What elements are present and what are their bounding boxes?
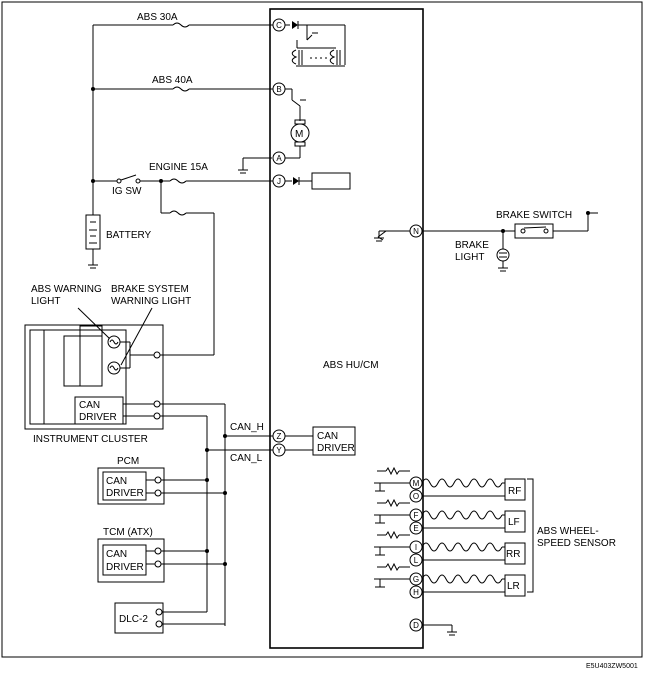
- battery-symbol: [85, 214, 101, 250]
- wheel-sensor-rf-circuit: [374, 466, 526, 501]
- sensor-bracket: [527, 478, 534, 593]
- can-l-label: CAN_L: [230, 453, 263, 464]
- cluster-can-driver: [74, 396, 124, 425]
- wheel-sensor-lf-circuit: [374, 498, 526, 533]
- ig-switch-label: IG SW: [112, 186, 142, 197]
- pin-n: N: [409, 224, 423, 238]
- wheel-sensor-lr-box: [504, 574, 526, 597]
- pcm-box: [97, 467, 165, 505]
- battery-label: BATTERY: [106, 230, 152, 241]
- pin-e: E: [409, 521, 423, 535]
- sensor-lf-label: LF: [508, 517, 520, 528]
- abs-can-label: CAN: [317, 431, 338, 442]
- pin-y: Y: [272, 443, 286, 457]
- speed-sensor-label-1: ABS WHEEL-: [537, 526, 599, 537]
- svg-text:C: C: [276, 21, 282, 30]
- dlc-box: [114, 602, 164, 634]
- pin-d: D: [409, 618, 423, 632]
- fuse-abs30-label: ABS 30A: [137, 12, 178, 23]
- abs-can-driver: [312, 426, 356, 456]
- ig-switch-contact-2: [135, 178, 141, 184]
- sensor-lr-label: LR: [507, 581, 520, 592]
- speed-sensor-label-2: SPEED SENSOR: [537, 538, 616, 549]
- pin-z: Z: [272, 429, 286, 443]
- svg-text:N: N: [413, 227, 419, 236]
- figure-code: E5U403ZW5001: [586, 663, 638, 670]
- diagram-frame: [1, 1, 643, 658]
- pin-j: J: [272, 174, 286, 188]
- cluster-driver-label: DRIVER: [79, 412, 117, 423]
- svg-text:F: F: [414, 511, 419, 520]
- svg-text:E: E: [413, 524, 418, 533]
- dlc-label: DLC-2: [119, 614, 148, 625]
- fuse-engine15-label: ENGINE 15A: [149, 162, 208, 173]
- can-h-label: CAN_H: [230, 422, 264, 433]
- fuse-engine15-symbol: [169, 178, 187, 184]
- abs-warning-light-label-1: ABS WARNING: [31, 284, 102, 295]
- sensor-rr-label: RR: [506, 549, 520, 560]
- pcm-can-label: CAN: [106, 476, 127, 487]
- fuse-cluster-symbol: [169, 210, 187, 216]
- cluster-can-label: CAN: [79, 400, 100, 411]
- instrument-cluster-box: [24, 324, 164, 430]
- svg-text:O: O: [413, 492, 419, 501]
- tcm-can-label: CAN: [106, 549, 127, 560]
- pin-b: B: [272, 82, 286, 96]
- sensor-rf-label: RF: [508, 486, 521, 497]
- svg-text:Y: Y: [276, 446, 282, 455]
- abs-driver-label: DRIVER: [317, 443, 355, 454]
- brake-light-label-2: LIGHT: [455, 252, 484, 263]
- pin-m: M: [409, 476, 423, 490]
- pcm-label: PCM: [117, 456, 139, 467]
- pin-c: C: [272, 18, 286, 32]
- pin-g: G: [409, 572, 423, 586]
- svg-text:G: G: [413, 575, 419, 584]
- tcm-label: TCM (ATX): [103, 527, 153, 538]
- pin-i: I: [409, 540, 423, 554]
- wheel-sensor-rr-box: [504, 542, 526, 565]
- wheel-sensor-rf-box: [504, 478, 526, 501]
- abs-hu-cm-box: [269, 8, 424, 649]
- wheel-sensor-rr-circuit: [374, 530, 526, 565]
- wheel-sensor-lr-circuit: [374, 562, 526, 597]
- fuse-abs30-symbol: [172, 22, 190, 28]
- svg-text:B: B: [276, 85, 281, 94]
- abs-warning-light-label-2: LIGHT: [31, 296, 60, 307]
- svg-text:L: L: [414, 556, 419, 565]
- instrument-cluster-label: INSTRUMENT CLUSTER: [33, 434, 148, 445]
- brake-system-label-2: WARNING LIGHT: [111, 296, 191, 307]
- wheel-sensor-lf-box: [504, 510, 526, 533]
- brake-light-icon: [496, 248, 510, 262]
- pcm-driver-label: DRIVER: [106, 488, 144, 499]
- motor-label: M: [295, 129, 303, 140]
- abs-hu-cm-label: ABS HU/CM: [323, 360, 379, 371]
- brake-system-label-1: BRAKE SYSTEM: [111, 284, 189, 295]
- pin-f: F: [409, 508, 423, 522]
- svg-text:H: H: [413, 588, 419, 597]
- fuse-abs40-symbol: [172, 86, 190, 92]
- tcm-box: [97, 538, 165, 583]
- svg-text:M: M: [413, 479, 420, 488]
- ig-switch-contact-1: [116, 178, 122, 184]
- pin-a: A: [272, 151, 286, 165]
- pin-h: H: [409, 585, 423, 599]
- svg-text:D: D: [413, 621, 419, 630]
- svg-text:J: J: [277, 177, 281, 186]
- tcm-driver-label: DRIVER: [106, 562, 144, 573]
- brake-light-label-1: BRAKE: [455, 240, 489, 251]
- pin-o: O: [409, 489, 423, 503]
- fuse-abs40-label: ABS 40A: [152, 75, 193, 86]
- svg-text:Z: Z: [277, 432, 282, 441]
- ign-circuit-box: [311, 172, 351, 190]
- pin-l: L: [409, 553, 423, 567]
- brake-switch-label: BRAKE SWITCH: [496, 210, 572, 221]
- svg-text:A: A: [276, 154, 282, 163]
- ig-switch-blade: [120, 174, 137, 181]
- solenoid-coil-1: [291, 49, 298, 65]
- solenoid-coil-2: [329, 49, 336, 65]
- svg-text:I: I: [415, 543, 417, 552]
